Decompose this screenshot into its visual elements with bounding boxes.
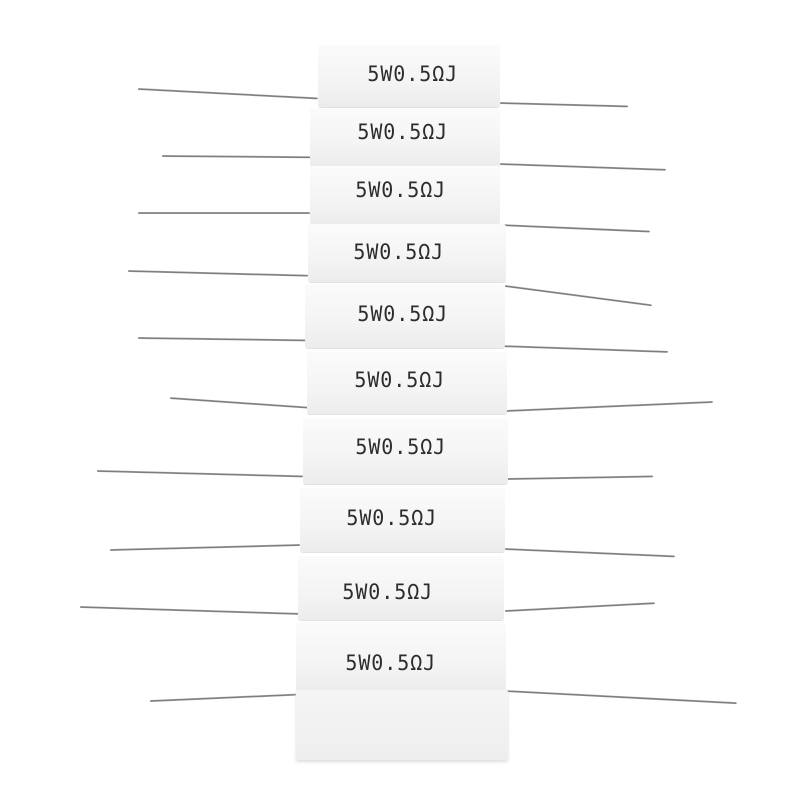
resistor-label: 5W0.5ΩJ: [367, 62, 459, 86]
resistor-label: 5W0.5ΩJ: [355, 435, 447, 459]
resistor-lead-right: [499, 163, 666, 171]
resistor-label: 5W0.5ΩJ: [345, 651, 437, 675]
resistor-body: [310, 166, 500, 224]
resistor-lead-right: [504, 285, 652, 307]
resistor-lead-right: [499, 224, 650, 233]
resistor-label: 5W0.5ΩJ: [355, 178, 447, 202]
resistor-label: 5W0.5ΩJ: [346, 506, 438, 530]
resistor-lead-right: [504, 602, 655, 612]
resistor-lead-right: [504, 400, 713, 412]
resistor-label: 5W0.5ΩJ: [342, 580, 434, 604]
resistor-body: [308, 224, 506, 282]
resistor-lead-left: [109, 544, 300, 551]
resistor-lead-right: [504, 548, 675, 558]
resistor-body: [298, 556, 504, 620]
resistor-body: [307, 352, 507, 414]
resistor-lead-right: [499, 102, 628, 108]
resistor-lead-left: [161, 155, 313, 159]
resistor-lead-left: [127, 270, 308, 277]
resistor-lead-left: [149, 693, 300, 702]
resistor-lead-left: [137, 88, 318, 100]
resistor-label: 5W0.5ΩJ: [353, 240, 445, 264]
resistor-lead-left: [96, 470, 303, 478]
resistor-body: [310, 108, 500, 166]
resistor-lead-right: [504, 690, 737, 705]
resistor-label: 5W0.5ΩJ: [357, 302, 449, 326]
resistor-body: [318, 45, 500, 107]
resistor-label: 5W0.5ΩJ: [357, 120, 449, 144]
resistor-body-bottom-face: [296, 690, 508, 760]
resistor-lead-left: [79, 606, 300, 615]
resistor-lead-right: [499, 345, 668, 353]
resistor-body: [300, 488, 505, 552]
resistor-body: [303, 418, 508, 484]
resistor-body: [305, 284, 505, 348]
resistor-label: 5W0.5ΩJ: [354, 368, 446, 392]
resistor-body: [296, 622, 506, 692]
resistor-lead-left: [169, 397, 308, 409]
resistor-lead-left: [138, 212, 310, 214]
resistor-lead-left: [137, 337, 306, 342]
resistor-lead-right: [504, 475, 653, 480]
